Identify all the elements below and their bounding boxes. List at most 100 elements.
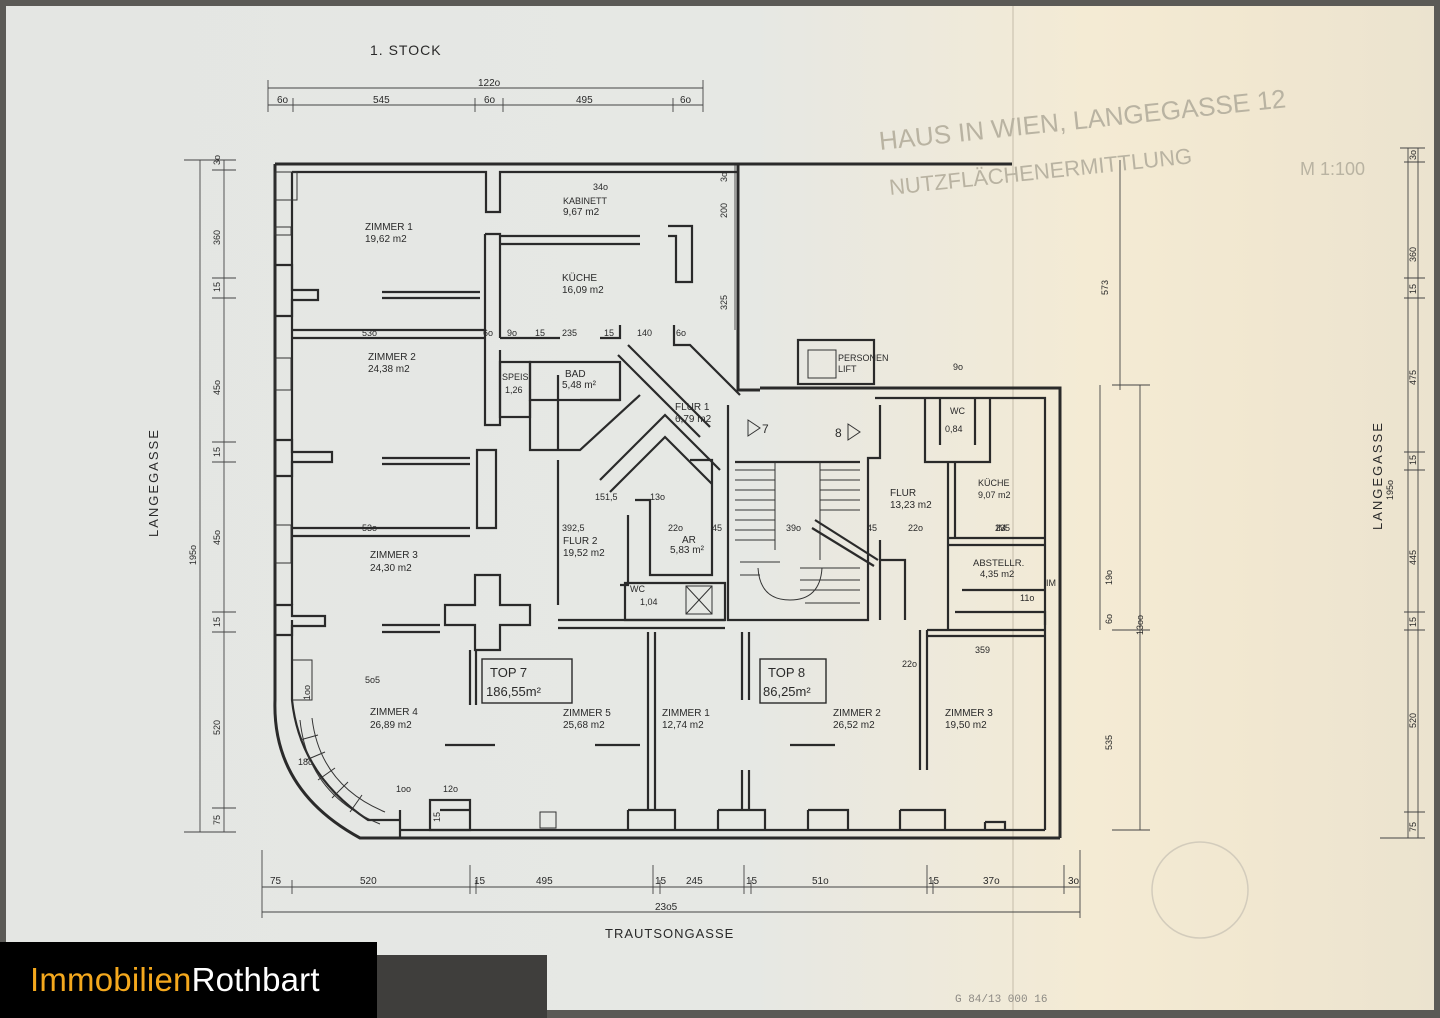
room-name: ZIMMER 3 xyxy=(945,708,993,719)
svg-text:51o: 51o xyxy=(812,876,829,887)
room-name: ZIMMER 1 xyxy=(365,222,413,233)
street-left: LANGEGASSE xyxy=(146,428,161,537)
svg-text:535: 535 xyxy=(1104,735,1114,750)
room-area: LIFT xyxy=(838,364,857,374)
arrow-marker-icon xyxy=(747,419,761,437)
svg-text:195o: 195o xyxy=(1385,480,1395,500)
room-area: 5,83 m² xyxy=(670,545,705,556)
room-area: 16,09 m2 xyxy=(562,285,604,296)
top-unit-area: 186,55m² xyxy=(486,684,542,699)
svg-text:39o: 39o xyxy=(786,523,801,533)
svg-text:359: 359 xyxy=(975,645,990,655)
svg-text:520: 520 xyxy=(1408,713,1418,728)
street-bottom: TRAUTSONGASSE xyxy=(605,926,734,941)
svg-text:545: 545 xyxy=(373,95,390,106)
room-area: 1,26 xyxy=(505,385,523,395)
room-area: 13,23 m2 xyxy=(890,500,932,511)
street-right: LANGEGASSE xyxy=(1370,421,1385,530)
room-area: 26,52 m2 xyxy=(833,720,875,731)
room-name: ZIMMER 5 xyxy=(563,708,611,719)
svg-text:75: 75 xyxy=(212,815,222,825)
room-name: WC xyxy=(950,406,965,416)
floor-title: 1. STOCK xyxy=(370,42,442,58)
svg-text:19o: 19o xyxy=(1104,570,1114,585)
svg-text:360: 360 xyxy=(1408,247,1418,262)
svg-text:13o: 13o xyxy=(650,492,665,502)
dims-inner: 34o 200 3o 325 573 53o 53o 5o5 6o 9o 15 … xyxy=(298,172,1145,822)
svg-text:18o: 18o xyxy=(298,757,313,767)
svg-text:34o: 34o xyxy=(593,182,608,192)
room-labels: ZIMMER 1 19,62 m2 KABINETT 9,67 m2 KÜCHE… xyxy=(365,196,1024,731)
paper-fold xyxy=(1012,6,1014,1010)
svg-text:9o: 9o xyxy=(507,328,517,338)
room-name: ABSTELLR. xyxy=(973,558,1024,569)
room-area: 12,74 m2 xyxy=(662,720,704,731)
outer-walls xyxy=(273,162,1062,840)
svg-text:12o: 12o xyxy=(443,784,458,794)
room-name: PERSONEN xyxy=(838,353,889,363)
top-unit-label: TOP 8 xyxy=(768,665,805,680)
faint-stamp: HAUS IN WIEN, LANGEGASSE 12 NUTZFLÄCHENE… xyxy=(877,83,1365,939)
svg-text:520: 520 xyxy=(212,720,222,735)
room-name: ZIMMER 4 xyxy=(370,707,418,718)
room-name: ZIMMER 1 xyxy=(662,708,710,719)
dim-bottom: 75 520 15 495 15 245 15 51o 15 37o 3o 23… xyxy=(261,850,1081,918)
svg-text:15: 15 xyxy=(746,876,758,887)
svg-text:15: 15 xyxy=(655,876,667,887)
svg-text:6o: 6o xyxy=(277,95,289,106)
svg-text:75: 75 xyxy=(270,876,282,887)
room-area: 19,50 m2 xyxy=(945,720,987,731)
svg-text:325: 325 xyxy=(719,295,729,310)
room-name: ZIMMER 2 xyxy=(368,352,416,363)
svg-text:22o: 22o xyxy=(902,659,917,669)
room-area: 19,52 m2 xyxy=(563,548,605,559)
background-edge xyxy=(377,955,547,1018)
svg-text:3o: 3o xyxy=(719,172,729,182)
top-unit-area: 86,25m² xyxy=(763,684,811,699)
svg-text:15: 15 xyxy=(1408,455,1418,465)
svg-text:6o: 6o xyxy=(483,328,493,338)
dim-interior-lines xyxy=(734,160,1150,831)
document-code: G 84/13 000 16 xyxy=(955,994,1048,1006)
svg-text:15: 15 xyxy=(1408,617,1418,627)
svg-text:122o: 122o xyxy=(478,78,501,89)
svg-text:3o: 3o xyxy=(1068,876,1080,887)
svg-text:22o: 22o xyxy=(908,523,923,533)
svg-text:6o: 6o xyxy=(680,95,692,106)
interior-walls-bottom xyxy=(398,630,1007,838)
svg-text:45o: 45o xyxy=(212,380,222,395)
svg-text:8: 8 xyxy=(835,426,842,440)
svg-text:195o: 195o xyxy=(188,545,198,565)
staircase xyxy=(726,405,882,622)
room-name: WC xyxy=(630,584,645,594)
brand-part-2: Rothbart xyxy=(191,961,320,998)
arrow-marker-icon xyxy=(847,423,861,441)
svg-text:3o: 3o xyxy=(212,155,222,165)
lift xyxy=(796,338,876,386)
room-name: ZIMMER 2 xyxy=(833,708,881,719)
room-area: 0,84 xyxy=(945,424,963,434)
room-name: FLUR xyxy=(890,488,916,499)
room-area: 24,38 m2 xyxy=(368,364,410,375)
faint-subtitle: NUTZFLÄCHENERMITTLUNG xyxy=(888,143,1193,200)
dim-top: 122o 6o 545 6o 495 6o xyxy=(267,78,704,112)
interior-walls-top7 xyxy=(292,224,741,652)
svg-text:3o: 3o xyxy=(1408,150,1418,160)
room-area: 5,48 m² xyxy=(562,380,597,391)
interior-walls-top8 xyxy=(878,398,1047,638)
top-unit-label: TOP 7 xyxy=(490,665,527,680)
svg-text:15: 15 xyxy=(212,282,222,292)
svg-text:235: 235 xyxy=(562,328,577,338)
svg-text:IM: IM xyxy=(1046,578,1056,588)
room-name: FLUR 1 xyxy=(675,402,710,413)
svg-text:75: 75 xyxy=(1408,822,1418,832)
svg-text:495: 495 xyxy=(576,95,593,106)
top-unit-8: TOP 8 86,25m² xyxy=(759,658,827,704)
room-area: 9,67 m2 xyxy=(563,207,600,218)
svg-text:1oo: 1oo xyxy=(396,784,411,794)
svg-text:IM: IM xyxy=(996,523,1006,533)
top-unit-7: TOP 7 186,55m² xyxy=(481,658,573,704)
svg-text:235: 235 xyxy=(995,523,1010,533)
